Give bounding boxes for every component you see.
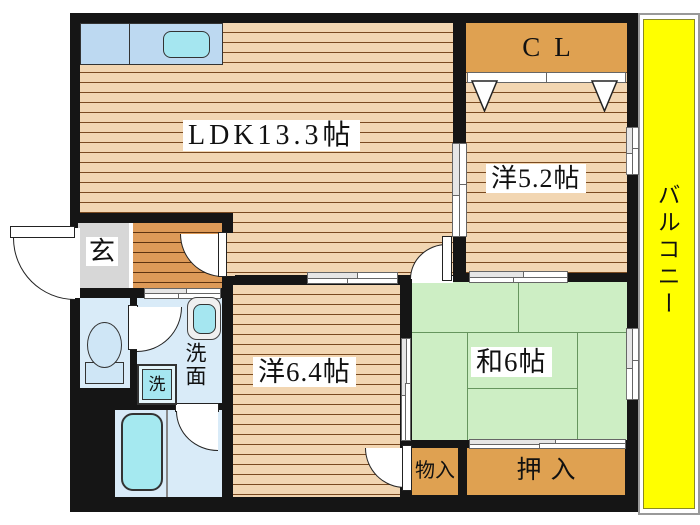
storage-box: 物入 — [412, 448, 458, 495]
washbasin-bowl — [193, 304, 216, 334]
hall-ldk-door-panel — [218, 232, 227, 277]
washroom-label: 洗面 — [183, 342, 208, 388]
balcony-label: バルコニー — [654, 183, 680, 318]
japanese-balcony-window — [626, 328, 639, 400]
washing-machine-tub: 洗 — [142, 369, 172, 400]
closet-label: CL — [522, 32, 585, 63]
ldk-west64-sliding-door — [307, 272, 398, 284]
bathtub — [121, 413, 163, 491]
west64-japanese-sliding-door — [401, 338, 411, 441]
futon-closet-box: 押入 — [467, 448, 625, 495]
entrance-door-panel — [10, 226, 75, 238]
tatami-line — [577, 332, 578, 440]
tatami-line — [518, 282, 519, 332]
ldk-west52-opening — [452, 143, 467, 237]
hanger-mark-icon — [471, 80, 498, 112]
west52-japanese-sliding-door — [469, 271, 568, 283]
entrance-step-line — [129, 223, 133, 288]
storage-door-panel — [402, 445, 412, 491]
bath-divider — [166, 410, 168, 497]
kitchen-counter-divider — [129, 24, 130, 64]
kitchen-sink — [163, 31, 210, 58]
closet-folding-door — [467, 72, 626, 83]
tatami-line — [467, 388, 577, 389]
balcony — [643, 19, 695, 509]
entrance-door-arc — [13, 238, 75, 300]
japanese-fusuma-door — [469, 439, 626, 449]
japanese-room-6-label: 和6帖 — [471, 347, 552, 378]
ldk-label: LDK13.3帖 — [183, 120, 360, 152]
closet-box: CL — [466, 23, 627, 72]
futon-closet-label: 押入 — [516, 457, 585, 485]
western-room-5-2-label: 洋5.2帖 — [486, 164, 586, 194]
japanese-door-gap — [412, 276, 453, 283]
western-room-6-4-label: 洋6.4帖 — [253, 357, 356, 388]
entrance-label: 玄 — [86, 237, 119, 267]
toilet-bowl — [87, 322, 122, 368]
hanger-mark-icon — [591, 80, 618, 112]
tatami-line — [467, 332, 468, 440]
japanese-door-panel — [442, 236, 452, 281]
storage-label: 物入 — [415, 460, 455, 482]
west52-balcony-window — [626, 127, 639, 175]
hall-ldk-gap — [226, 233, 235, 276]
tatami-line — [412, 332, 627, 333]
washing-machine-label: 洗 — [148, 374, 166, 394]
